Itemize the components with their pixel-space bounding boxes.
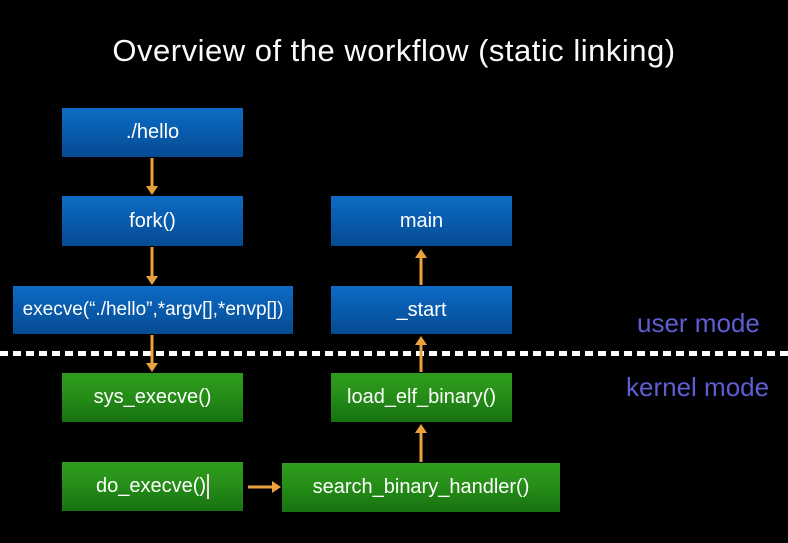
node-do-execve: do_execve(): [62, 462, 243, 511]
node-do-execve-label: do_execve(): [95, 475, 207, 497]
slide-title: Overview of the workflow (static linking…: [112, 33, 676, 68]
node-load-elf-binary-label: load_elf_binary(): [347, 386, 496, 408]
node-fork-label: fork(): [129, 209, 176, 232]
node-execve: execve(“./hello”,*argv[],*envp[]): [13, 286, 293, 334]
arrow-do-execve-to-search: [248, 481, 281, 493]
node-main: main: [331, 196, 512, 246]
node-hello: ./hello: [62, 108, 243, 157]
node-main-label: main: [399, 209, 444, 232]
node-start: _start: [331, 286, 512, 334]
kernel-mode-label: kernel mode: [626, 372, 770, 402]
node-hello-label: ./hello: [125, 121, 180, 143]
arrow-fork-to-execve: [146, 247, 158, 285]
node-sys-execve: sys_execve(): [62, 373, 243, 422]
text-cursor: [207, 474, 210, 499]
user-kernel-divider: [0, 351, 788, 356]
node-execve-label: execve(“./hello”,*argv[],*envp[]): [22, 299, 284, 320]
user-mode-label: user mode: [637, 308, 760, 338]
node-search-binary-handler-label: search_binary_handler(): [312, 476, 530, 498]
arrow-start-to-main: [415, 249, 427, 285]
node-start-label: _start: [396, 298, 447, 321]
node-search-binary-handler: search_binary_handler(): [282, 463, 560, 512]
node-fork: fork(): [62, 196, 243, 246]
node-sys-execve-label: sys_execve(): [93, 386, 212, 408]
arrow-hello-to-fork: [146, 158, 158, 195]
node-load-elf-binary: load_elf_binary(): [331, 373, 512, 422]
arrow-search-to-load-elf: [415, 424, 427, 462]
